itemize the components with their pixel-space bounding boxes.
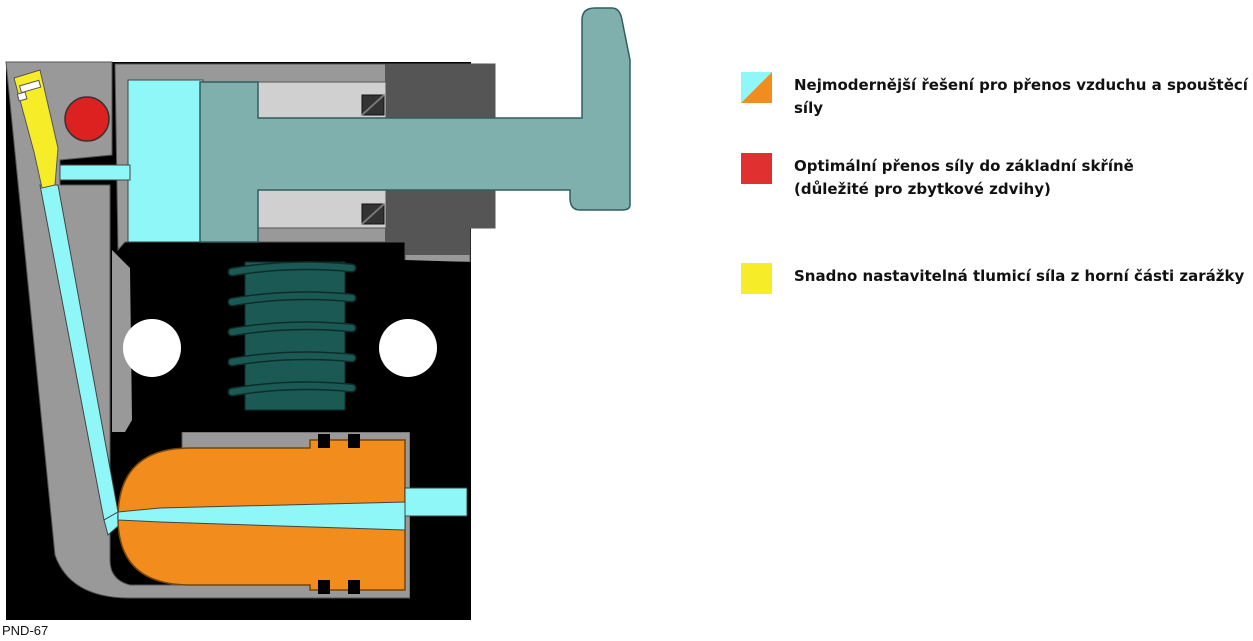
air-chamber — [127, 79, 204, 243]
air-outlet — [404, 487, 468, 517]
mounting-hole-left — [123, 319, 181, 377]
piston-groove-2 — [348, 434, 360, 448]
legend-line: Nejmodernější řešení pro přenos vzduchu … — [794, 76, 1248, 117]
legend-item-screw: Snadno nastavitelná tlumicí síla z horní… — [741, 263, 1244, 294]
legend-line: (důležité pro zbytkové zdvihy) — [794, 180, 1051, 198]
legend-line: Optimální přenos síly do základní skříně — [794, 157, 1134, 175]
piston-air-passage — [117, 501, 406, 531]
piston-groove-4 — [348, 580, 360, 594]
swatch-orange — [741, 72, 772, 103]
mounting-hole-right — [379, 319, 437, 377]
legend-swatch-air-orange — [741, 72, 772, 103]
force-transfer-ball — [64, 96, 110, 142]
spring-housing — [112, 250, 132, 432]
legend-text-screw: Snadno nastavitelná tlumicí síla z horní… — [794, 263, 1244, 288]
legend-line: Snadno nastavitelná tlumicí síla z horní… — [794, 267, 1245, 285]
legend-item-ball: Optimální přenos síly do základní skříně… — [741, 153, 1134, 201]
figure-caption: PND-67 — [2, 623, 49, 638]
plunger — [199, 7, 631, 243]
legend-text-air: Nejmodernější řešení pro přenos vzduchu … — [794, 72, 1253, 120]
piston-groove-1 — [318, 434, 330, 448]
piston-groove-3 — [318, 580, 330, 594]
legend-swatch-red — [741, 153, 772, 184]
air-channel-top — [59, 164, 131, 181]
legend-text-ball: Optimální přenos síly do základní skříně… — [794, 153, 1134, 201]
legend-swatch-yellow — [741, 263, 772, 294]
damper-cross-section-diagram — [5, 7, 631, 620]
legend-item-air: Nejmodernější řešení pro přenos vzduchu … — [741, 72, 1253, 120]
